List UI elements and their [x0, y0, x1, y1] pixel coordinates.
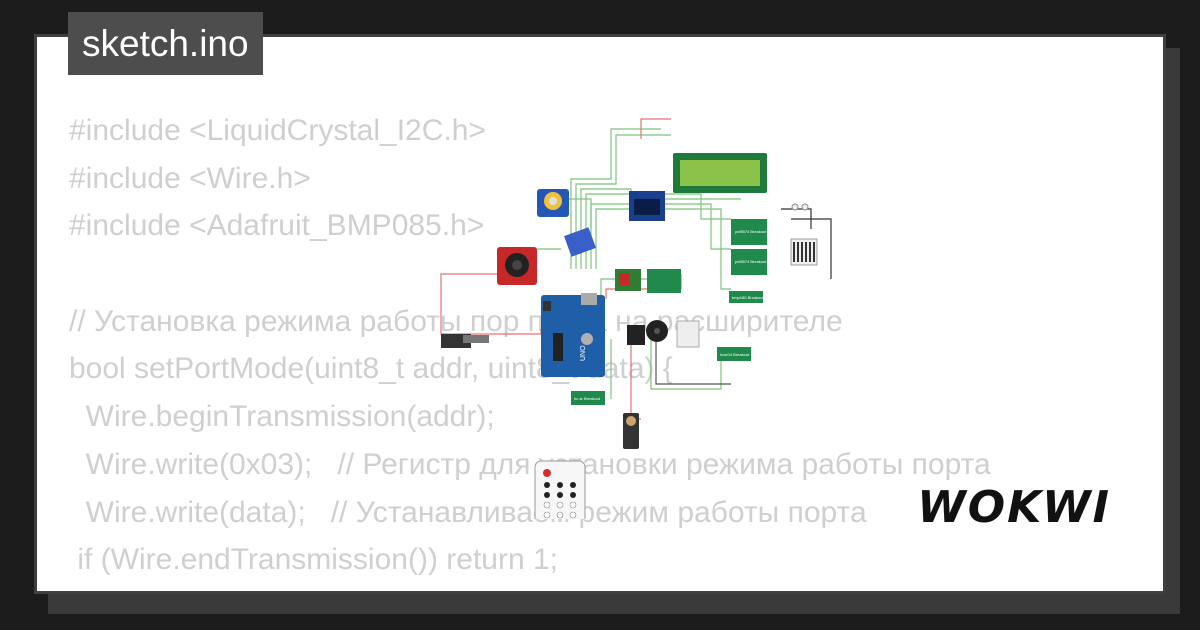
file-tab[interactable]: sketch.ino [68, 12, 263, 75]
code-line: Wire.beginTransmission(addr); [69, 400, 495, 434]
code-preview: #include <LiquidCrystal_I2C.h> #include <… [69, 107, 991, 592]
code-line: return 0; [69, 584, 991, 592]
code-line: #include <LiquidCrystal_I2C.h> [69, 114, 486, 147]
led-bar [790, 238, 818, 266]
bmp-sensor [564, 227, 596, 257]
code-line: if (Wire.endTransmission()) return 1; [69, 543, 558, 577]
pcf8574-breakout [731, 249, 767, 275]
code-line: // Установка режима работы пор порта на … [69, 304, 843, 338]
circuit-diagram: UNO pcf8574 Breakout pcf8574 Breakout bm… [440, 118, 832, 519]
ir-remote [534, 460, 586, 519]
code-line: Wire.write(data); // Устанавливаем режим… [69, 495, 867, 529]
dht-sensor [676, 320, 700, 348]
module-label: hcsr04 Breakout [720, 352, 750, 357]
bmp180-breakout [729, 291, 763, 303]
code-line: Wire.write(0x03); // Регистр для установ… [69, 447, 991, 481]
module-label: bmp180 Breakout [732, 295, 764, 300]
hcsr04-breakout [717, 347, 751, 361]
code-line: #include <Adafruit_BMP085.h> [69, 209, 485, 243]
hcsr-breakout [571, 391, 605, 405]
code-line: #include <Wire.h> [69, 161, 311, 195]
pcf8574-breakout [731, 219, 767, 245]
module-label: pcf8574 Breakout [735, 259, 767, 264]
preview-card: #include <LiquidCrystal_I2C.h> #include <… [34, 34, 1166, 594]
wokwi-logo: WOKWI [917, 482, 1111, 533]
module-label: hc-sr Breakout [574, 396, 601, 401]
module-label: pcf8574 Breakout [735, 229, 767, 234]
board-label: UNO [580, 345, 587, 361]
rtc-module [627, 325, 645, 345]
